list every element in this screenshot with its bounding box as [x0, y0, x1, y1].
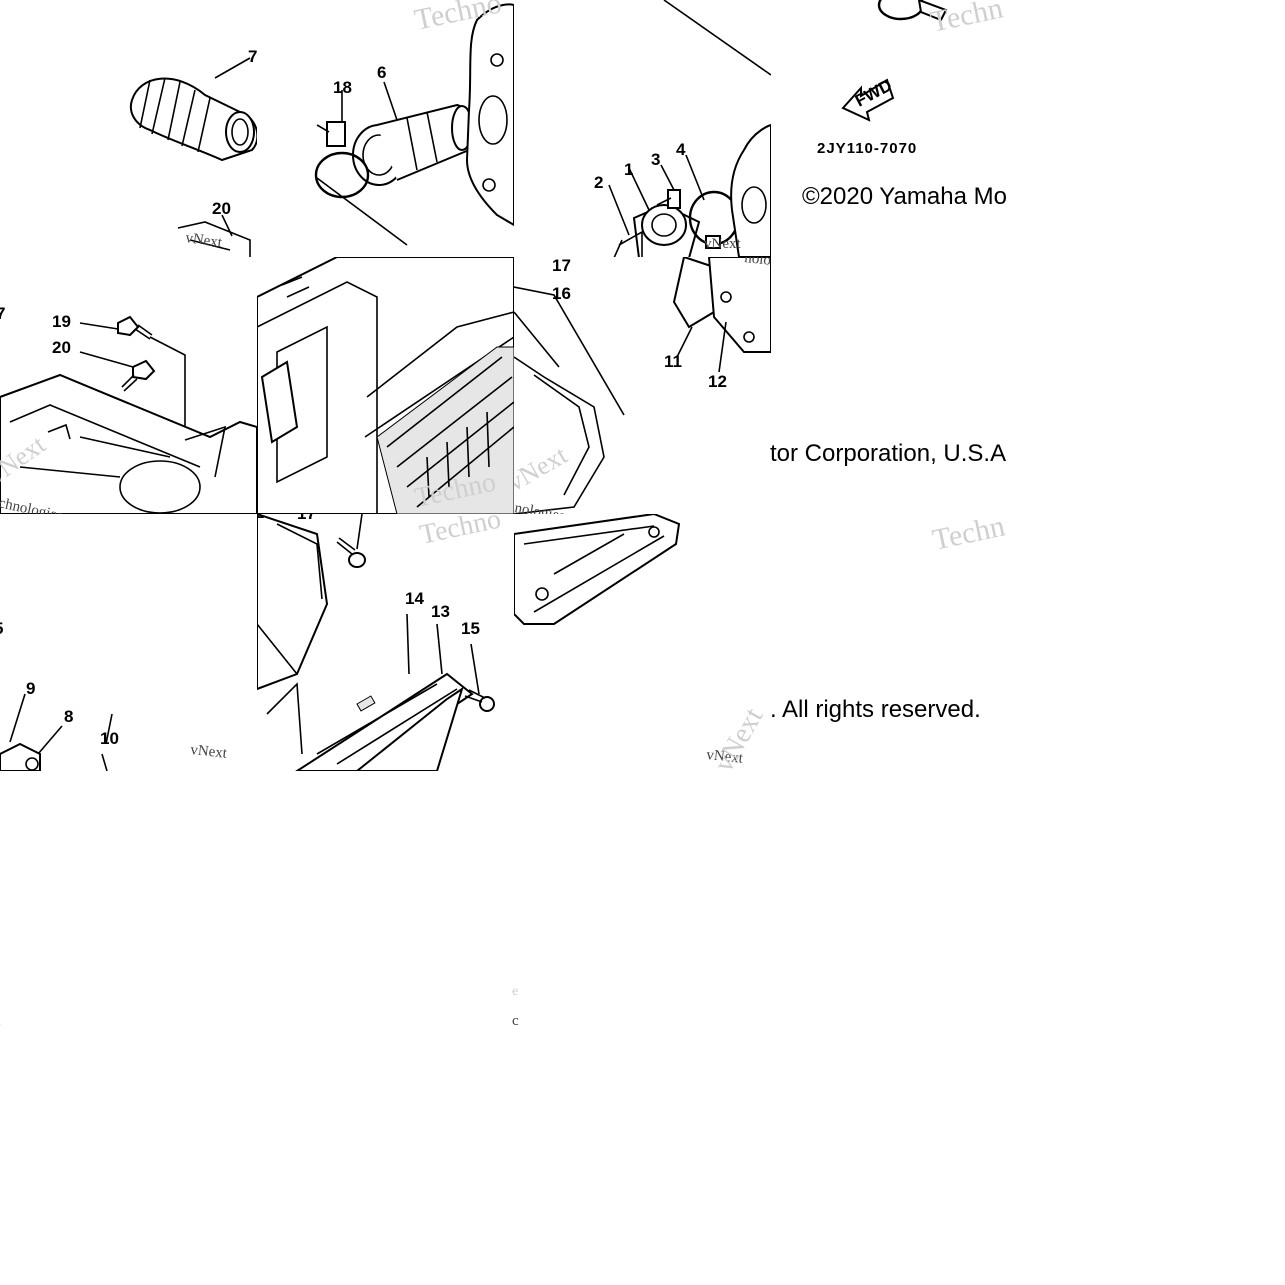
- bolt-20: [79, 351, 156, 392]
- airbox-body: [257, 514, 329, 755]
- callout-7: 7: [248, 47, 257, 66]
- callout-7-left: 7: [0, 304, 5, 323]
- lid-drawing: vNext vNext: [514, 514, 769, 771]
- engine-case: [730, 123, 771, 257]
- callout-11: 11: [664, 352, 682, 371]
- callout-20-top: 20: [212, 199, 231, 218]
- callout-17: 17: [297, 514, 316, 523]
- watermark-fragment-2: e c: [0, 984, 1, 1029]
- diagram-tile-r3c3: vNext vNext: [514, 514, 771, 771]
- airbox-housing: [0, 373, 257, 514]
- callout-5: 5: [0, 619, 3, 638]
- diagram-tile-r2c3: 17 16 11 12 vNext nologies nologies: [514, 257, 771, 514]
- watermark-vnext-7: vNext: [708, 703, 769, 771]
- bracket-20: [177, 214, 251, 257]
- diagram-tile-r1c3: 2 1 3 4 vNext: [514, 0, 771, 257]
- callout-3: 3: [651, 150, 660, 169]
- filter-element-16: [376, 346, 514, 514]
- copyright-line-3: . All rights reserved.: [770, 696, 981, 723]
- fwd-arrow-icon: FWD: [841, 76, 895, 122]
- diagram-tile-r1c1: 7 20 Techno vNext: [0, 0, 257, 257]
- callout-17-top: 17: [552, 257, 571, 275]
- callout-13: 13: [431, 602, 450, 621]
- screw-17: [336, 514, 366, 568]
- diagram-tile-r2c1: 7 19 20 vNext chnologies: [0, 257, 257, 514]
- diagram-tile-r1c4: FWD 2JY110-7070 Techn: [771, 0, 1028, 257]
- diagram-tile-r3c1: 5 9 8 10 vNext: [0, 514, 257, 771]
- gasket-2: [613, 230, 643, 257]
- callout-10: 10: [100, 729, 119, 748]
- callout-12: 12: [708, 372, 727, 391]
- diagram-tile-r1c2: 18 6 Techno: [257, 0, 514, 257]
- callout-15: 15: [461, 619, 480, 638]
- manifold-drawing: 18 6 Techno: [314, 0, 514, 246]
- air-filter-drawing: Techno: [257, 257, 514, 514]
- callout-14: 14: [405, 589, 424, 608]
- carb-joint-drawing: 2 1 3 4 vNext: [594, 0, 771, 257]
- bolt-19: [79, 315, 153, 340]
- gasket-12: [707, 257, 771, 353]
- watermark-vnext-1: vNext: [184, 230, 223, 251]
- airbox-side-drawing: 17 16 11 12 vNext nologies nologies: [514, 257, 771, 514]
- diagram-tile-r2c2: Techno: [257, 257, 514, 514]
- diagram-code: 2JY110-7070: [817, 140, 917, 157]
- screen-8: [25, 725, 63, 771]
- copyright-line-2: tor Corporation, U.S.A: [770, 440, 1007, 467]
- callout-1: 1: [624, 160, 633, 179]
- watermark-frag-d: c: [512, 1013, 519, 1029]
- carb-joint-1: [632, 203, 701, 257]
- airbox-cover: [514, 356, 605, 514]
- callout-16: 16: [552, 284, 571, 303]
- callout-9: 9: [26, 679, 35, 698]
- airbox-lid-drawing: 2 17 14 13 15 Techno: [257, 514, 504, 771]
- watermark-vnext-5: vNext: [190, 742, 229, 762]
- element-holder-drawing: 5 9 8 10 vNext: [0, 619, 229, 771]
- watermark-vnext-6: vNext: [706, 747, 745, 767]
- callout-19: 19: [52, 312, 71, 331]
- intake-boot-7: [130, 57, 257, 162]
- lid-plate: [514, 514, 681, 625]
- watermark-vnext-2: vNext: [704, 236, 741, 252]
- fwd-arrow-drawing: FWD 2JY110-7070 Techn: [817, 0, 1006, 157]
- manifold-joint-6: [352, 103, 474, 186]
- cover-14: [295, 672, 474, 771]
- gasket-11: [672, 257, 715, 329]
- watermark-techn-1: Techn: [928, 0, 1006, 39]
- watermark-vnext-4: vNext: [514, 440, 573, 497]
- screw-15: [464, 643, 495, 712]
- cylinder-block: [465, 3, 514, 227]
- element-holder-9: [0, 693, 41, 771]
- watermark-frag-c: e: [512, 984, 518, 999]
- intake-boot-drawing: 7 20 Techno vNext: [130, 47, 257, 257]
- watermark-nologies-1: nologies: [514, 500, 566, 514]
- callout-8: 8: [64, 707, 73, 726]
- watermark-frag-b: c: [0, 1013, 1, 1029]
- copyright-line-1: ©2020 Yamaha Mo: [802, 183, 1007, 210]
- callout-6: 6: [377, 63, 386, 82]
- callout-2: 2: [594, 173, 603, 192]
- watermark-techn-2: Techn: [930, 509, 1008, 556]
- callout-18: 18: [333, 78, 352, 97]
- watermark-techno-4: Techno: [417, 514, 504, 551]
- airbox-front-drawing: 7 19 20 vNext chnologies: [0, 304, 257, 514]
- cover-13: [355, 686, 464, 771]
- diagram-tile-r3c2: 2 17 14 13 15 Techno: [257, 514, 514, 771]
- callout-20: 20: [52, 338, 71, 357]
- callout-4: 4: [676, 140, 686, 159]
- watermark-fragment-3: e c: [512, 984, 519, 1029]
- callout-2-bottom: 2: [257, 514, 264, 522]
- watermark-fragment-1: Techn: [930, 509, 1008, 556]
